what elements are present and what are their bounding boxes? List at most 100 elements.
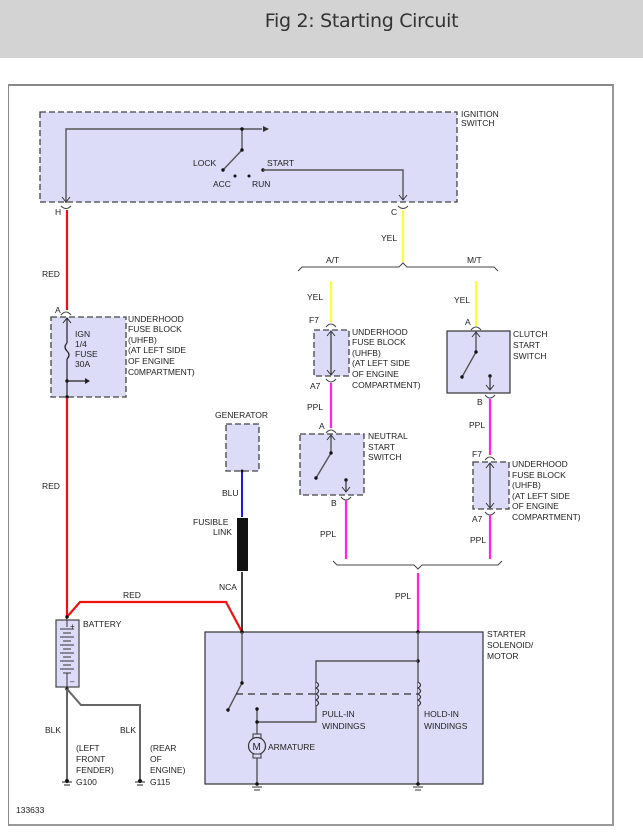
hold-in-label-1: HOLD-IN	[424, 709, 459, 719]
wire-label-blk-1: BLK	[45, 725, 61, 735]
clutch-label-1: CLUTCH	[513, 329, 547, 339]
wire-label-red-1: RED	[42, 269, 60, 279]
battery: + – BATTERY	[55, 619, 122, 688]
wire-red-battery	[65, 398, 243, 633]
pull-in-coil-icon	[314, 681, 320, 707]
ign-fuse-block: A IGN 1/4 FUSE 30A UNDERHOOD FUSE BLOCK …	[50, 305, 195, 400]
clutch-label-3: SWITCH	[513, 351, 547, 361]
uhfb-at-label-1: UNDERHOOD	[352, 327, 408, 337]
g115-location-2: OF	[150, 754, 162, 764]
uhfb-mt-box	[472, 461, 510, 510]
connector-f7-icon	[325, 323, 337, 328]
wire-label-red-2: RED	[42, 481, 60, 491]
wire-label-ppl-mt-2: PPL	[470, 535, 486, 545]
uhfb-at-label-4: (AT LEFT SIDE	[352, 358, 410, 368]
figure-title: Fig 2: Starting Circuit	[264, 10, 459, 32]
uhfb-mt-label-1: UNDERHOOD	[512, 459, 568, 469]
fuse-line-2: 1/4	[75, 339, 87, 349]
uhfb-mt-label-5: OF ENGINE	[512, 501, 559, 511]
wire-label-ppl-at-2: PPL	[320, 529, 336, 539]
fuse-icon	[64, 342, 70, 360]
ign-uhfb-label-2: FUSE BLOCK	[128, 324, 182, 334]
clutch-label-2: START	[513, 340, 540, 350]
fusible-link-label-2: LINK	[213, 527, 232, 537]
arrow-icon	[263, 126, 269, 132]
pull-in-label-1: PULL-IN	[322, 709, 355, 719]
starter-box	[204, 631, 484, 785]
uhfb-mt-label-3: (UHFB)	[512, 480, 541, 490]
armature-label: ARMATURE	[268, 742, 315, 752]
wire-label-ppl-at-1: PPL	[307, 402, 323, 412]
ign-uhfb-label-3: (UHFB)	[128, 335, 157, 345]
ignition-switch-box	[39, 111, 458, 203]
g100-location-3: FENDER)	[76, 765, 114, 775]
connector-a-icon	[60, 311, 72, 316]
generator-box	[225, 423, 260, 472]
ign-uhfb-label-5: OF ENGINE	[128, 356, 175, 366]
uhfb-mt-label-2: FUSE BLOCK	[512, 470, 566, 480]
connector-c-icon	[397, 205, 409, 209]
clutch-start-switch: A B CLUTCH START SWITCH	[446, 317, 547, 407]
figure-id: 133633	[16, 805, 45, 815]
branch-splice-top	[297, 262, 499, 272]
start-label: START	[267, 158, 294, 168]
neutral-start-switch-box	[299, 433, 365, 496]
wire-label-yel-at: YEL	[307, 292, 323, 302]
branch-at-label: A/T	[326, 255, 339, 265]
connector-a-icon	[325, 429, 337, 434]
wire-label-blu: BLU	[222, 488, 239, 498]
g115-id: G115	[150, 777, 170, 787]
run-label: RUN	[252, 179, 270, 189]
battery-label: BATTERY	[83, 619, 122, 629]
clutch-a-label: A	[465, 317, 471, 327]
connector-c-label: C	[391, 207, 397, 217]
neutral-label-1: NEUTRAL	[368, 431, 408, 441]
clutch-b-label: B	[477, 397, 483, 407]
uhfb-at-label-6: COMPARTMENT)	[352, 380, 421, 390]
hold-in-coil-icon	[416, 681, 422, 707]
clutch-start-switch-box	[446, 330, 511, 394]
fuse-line-4: 30A	[75, 359, 90, 369]
diagram-frame	[8, 84, 614, 826]
branch-mt-label: M/T	[467, 255, 482, 265]
ground-icon	[413, 786, 423, 791]
ign-fuse-block-box	[50, 316, 127, 398]
acc-label: ACC	[213, 179, 231, 189]
wire-label-ppl-mt-1: PPL	[469, 420, 485, 430]
uhfb-at-label-2: FUSE BLOCK	[352, 337, 406, 347]
ground-g100: (LEFT FRONT FENDER) G100	[62, 743, 114, 787]
ign-uhfb-label-1: UNDERHOOD	[128, 314, 184, 324]
hold-in-label-2: WINDINGS	[424, 721, 468, 731]
wire-label-nca: NCA	[219, 582, 237, 592]
ground-icon	[62, 778, 72, 786]
connector-h-icon	[60, 205, 72, 209]
uhfb-at-label-5: OF ENGINE	[352, 369, 399, 379]
ignition-bus-wire	[65, 128, 262, 203]
lock-label: LOCK	[193, 158, 216, 168]
uhfb-mt-label-6: COMPARTMENT)	[512, 512, 581, 522]
arrow-icon	[398, 194, 408, 201]
neutral-label-3: SWITCH	[368, 452, 402, 462]
connector-h-label: H	[55, 207, 61, 217]
battery-plus: +	[70, 622, 75, 631]
motor-symbol: M	[253, 742, 261, 753]
starter-solenoid-motor: STARTER SOLENOID/ MOTOR PULL-IN WINDINGS…	[204, 629, 534, 791]
branch-splice-bottom	[332, 560, 503, 570]
connector-a-icon	[470, 326, 482, 331]
battery-minus: –	[70, 677, 75, 686]
arrow-icon	[61, 196, 71, 203]
generator-label: GENERATOR	[215, 410, 268, 420]
uhfb-at: F7 A7 UNDERHOOD FUSE BLOCK (UHFB) (AT LE…	[309, 315, 421, 391]
pull-in-label-2: WINDINGS	[322, 721, 366, 731]
neutral-label-2: START	[368, 442, 395, 452]
neutral-start-switch: A B NEUTRAL START SWITCH	[299, 421, 408, 508]
uhfb-mt-a7-label: A7	[472, 514, 483, 524]
connector-a7-icon	[325, 378, 337, 383]
g115-location-1: (REAR	[150, 743, 176, 753]
connector-b-icon	[484, 394, 496, 399]
uhfb-mt-label-4: (AT LEFT SIDE	[512, 491, 570, 501]
figure-header: Fig 2: Starting Circuit	[0, 0, 643, 58]
starter-label-1: STARTER	[487, 629, 526, 639]
wire-label-red-3: RED	[123, 590, 141, 600]
uhfb-at-label-3: (UHFB)	[352, 348, 381, 358]
